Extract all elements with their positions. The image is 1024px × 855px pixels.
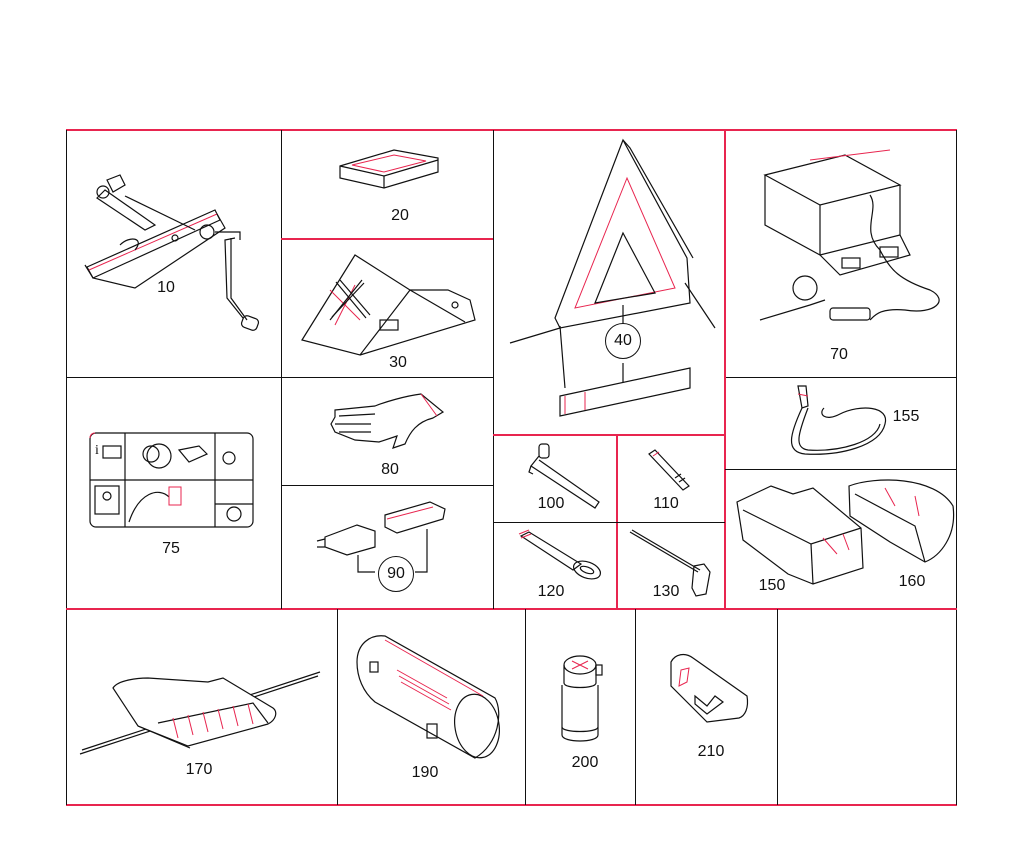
part-label-90: 90: [378, 556, 414, 592]
divider-col-337: [337, 609, 338, 805]
screwdriver-icon: [629, 529, 711, 597]
towing-eye-icon: [518, 529, 602, 580]
part-label-70: 70: [830, 346, 848, 363]
part-label-40: 40: [605, 323, 641, 359]
part-label-170: 170: [185, 761, 213, 778]
part-label-30: 30: [389, 354, 407, 371]
part-label-160: 160: [898, 573, 926, 590]
divider-col-635: [635, 609, 636, 805]
divider-row2: [66, 608, 957, 610]
part-label-75: 75: [162, 540, 180, 557]
part-label-130: 130: [652, 583, 680, 600]
divider-100-120: [493, 522, 725, 523]
part-label-155: 155: [892, 408, 920, 425]
lug-wrench-icon: [528, 443, 600, 509]
divider-col-281: [281, 130, 282, 609]
divider-col-493: [493, 130, 494, 609]
fuse-holder-icon: [316, 501, 446, 573]
sealant-bottle-icon: [561, 655, 603, 742]
divider-col-777: [777, 609, 778, 805]
part-label-190: 190: [411, 764, 439, 781]
warning-triangle-icon: [509, 138, 716, 417]
divider-col-525: [525, 609, 526, 805]
part-label-200: 200: [571, 754, 599, 771]
part-label-80: 80: [381, 461, 399, 478]
rubber-pad-icon: [339, 149, 439, 189]
work-glove-icon: [330, 393, 445, 449]
border-bottom: [66, 804, 957, 806]
divider-40-100: [493, 434, 725, 436]
border-left: [66, 130, 67, 805]
scissor-jack-icon: [84, 174, 260, 331]
wheel-chock-icon: [301, 254, 476, 356]
divider-20-30: [281, 238, 493, 240]
divider-row1-left: [66, 377, 493, 378]
divider-80-90: [281, 485, 493, 486]
instruction-card-icon: i: [89, 432, 254, 528]
svg-text:i: i: [95, 443, 99, 458]
part-label-100: 100: [537, 495, 565, 512]
part-label-150: 150: [758, 577, 786, 594]
fuse-box-icon: [670, 653, 749, 723]
tool-tray-insert-icon: [848, 479, 955, 563]
divider-col-725: [724, 130, 726, 609]
border-right: [956, 130, 957, 805]
divider-155-150: [725, 469, 956, 470]
part-label-110: 110: [653, 495, 679, 512]
tool-tray-icon: [736, 485, 864, 585]
first-aid-kit-icon: [356, 635, 500, 759]
tool-roll-icon: [79, 671, 321, 755]
part-label-120: 120: [537, 583, 565, 600]
divider-row1-right: [725, 377, 956, 378]
alignment-bolt-icon: [648, 449, 690, 491]
tire-compressor-icon: [759, 149, 940, 321]
part-label-20: 20: [391, 207, 409, 224]
part-label-210: 210: [697, 743, 725, 760]
part-label-10: 10: [157, 279, 175, 296]
border-top: [66, 129, 957, 131]
retaining-strap-icon: [790, 385, 887, 455]
